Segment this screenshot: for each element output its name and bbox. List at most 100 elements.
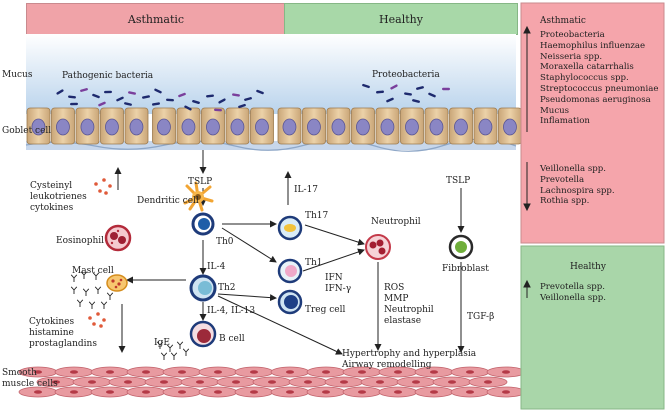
muscle-cell	[486, 366, 526, 378]
bacterium	[218, 98, 226, 104]
muscle-cell	[18, 366, 58, 378]
muscle-cell	[306, 386, 346, 398]
goblet-cell	[225, 107, 250, 145]
muscle-cell	[360, 376, 400, 388]
bacterium	[206, 94, 214, 98]
list-item: Inflamation	[540, 116, 590, 127]
bacterium	[184, 105, 192, 111]
bacterium	[104, 90, 112, 94]
healthy-increased-list: Prevotella spp. Veillonella spp.	[540, 282, 606, 304]
muscle-cell	[90, 386, 130, 398]
muscle-cell	[162, 386, 202, 398]
antibody	[176, 341, 184, 349]
antibody	[94, 286, 102, 294]
side-panel-healthy-title: Healthy	[570, 262, 606, 272]
dendritic-cell-graphic	[183, 181, 214, 212]
mast-cell-graphic	[106, 274, 128, 292]
goblet-cell	[250, 107, 274, 145]
goblet-cell	[100, 107, 124, 145]
antibody	[156, 341, 164, 349]
bacterium	[244, 97, 252, 101]
proteobacteria-label: Proteobacteria	[372, 70, 440, 80]
ige-antibody-cluster	[70, 271, 190, 360]
muscle-cell	[162, 366, 202, 378]
goblet-cell	[473, 107, 498, 145]
eosinophil-label: Eosinophil	[56, 236, 105, 246]
goblet-cell	[152, 107, 176, 145]
th2-cell-graphic	[189, 274, 217, 302]
neutrophil-product-4: elastase	[384, 316, 422, 326]
th1-cell-graphic	[277, 258, 303, 284]
th0-label: Th0	[216, 237, 234, 247]
b-cell-graphic	[189, 320, 217, 348]
muscle-cell	[108, 376, 148, 388]
bacterium	[214, 108, 222, 112]
goblet-cell	[424, 107, 449, 145]
goblet-cell	[498, 107, 522, 145]
fibroblast-label: Fibroblast	[442, 264, 489, 274]
bacterium	[142, 95, 150, 99]
list-item: Mucus	[540, 105, 570, 116]
goblet-cell	[326, 107, 351, 145]
dendritic-cell-label: Dendritic cell	[137, 196, 199, 206]
bacterium	[116, 96, 124, 102]
th0-cell-graphic	[191, 212, 215, 236]
bacterium	[232, 93, 240, 97]
asthmatic-column-header: Asthmatic	[26, 3, 286, 35]
muscle-cell	[432, 376, 472, 388]
goblet-cell	[201, 107, 225, 145]
muscle-cell	[126, 366, 166, 378]
muscle-cell	[72, 376, 112, 388]
muscle-cell	[234, 366, 274, 378]
list-item: Rothia spp.	[540, 196, 590, 207]
il4-il13-label: IL-4, IL-13	[207, 306, 256, 316]
side-panel-asthmatic-title: Asthmatic	[540, 16, 586, 26]
neutrophil-product-2: MMP	[384, 294, 409, 304]
list-item: Neisseria spp.	[540, 51, 603, 62]
goblet-cell-layer	[26, 107, 522, 145]
list-item: Staphylococcus spp.	[540, 73, 629, 84]
muscle-cell	[180, 376, 220, 388]
list-item: Lachnospira spp.	[540, 185, 615, 196]
bacterium	[376, 90, 384, 94]
muscle-cell	[252, 376, 292, 388]
pathogenic-bacteria-label: Pathogenic bacteria	[62, 71, 154, 81]
smooth-muscle-label-1: Smooth	[2, 368, 37, 378]
bacterium	[362, 83, 370, 89]
muscle-cell	[450, 366, 490, 378]
muscle-cell	[18, 386, 58, 398]
bacterium	[256, 89, 264, 95]
list-item: Streptococcus pneumoniae	[540, 83, 659, 94]
antibody	[170, 352, 178, 360]
goblet-cell	[449, 107, 473, 145]
list-item: Pseudomonas aeruginosa	[540, 94, 651, 105]
bacterium	[70, 102, 78, 106]
cytokines-label-1: Cytokines	[29, 317, 75, 327]
b-cell-label: B cell	[219, 334, 245, 344]
bacterium	[128, 91, 136, 95]
smooth-muscle-label-2: muscle cells	[2, 379, 58, 389]
antibody	[82, 288, 90, 296]
antibody	[70, 274, 78, 282]
goblet-cell	[351, 107, 375, 145]
neutrophil-label: Neutrophil	[371, 217, 421, 227]
goblet-cell	[400, 107, 424, 145]
muscle-cell	[216, 376, 256, 388]
muscle-cell	[270, 366, 310, 378]
treg-label: Treg cell	[305, 305, 346, 315]
bacterium	[68, 95, 76, 99]
asthmatic-decreased-list: Veillonella spp. Prevotella Lachnospira …	[540, 164, 615, 207]
list-item: Prevotella	[540, 174, 585, 185]
cysteinyl-mediator-dots	[94, 178, 112, 195]
muscle-cell	[378, 386, 418, 398]
bacterium	[428, 92, 436, 98]
antibody	[92, 272, 100, 280]
remodelling-label-1: Hypertrophy and hyperplasia	[342, 349, 477, 359]
muscle-cell	[288, 376, 328, 388]
muscle-cell	[198, 366, 238, 378]
fibroblast-graphic	[448, 234, 474, 260]
list-item: Proteobacteria	[540, 30, 605, 40]
bacterium	[124, 102, 132, 106]
goblet-cell	[26, 107, 51, 145]
